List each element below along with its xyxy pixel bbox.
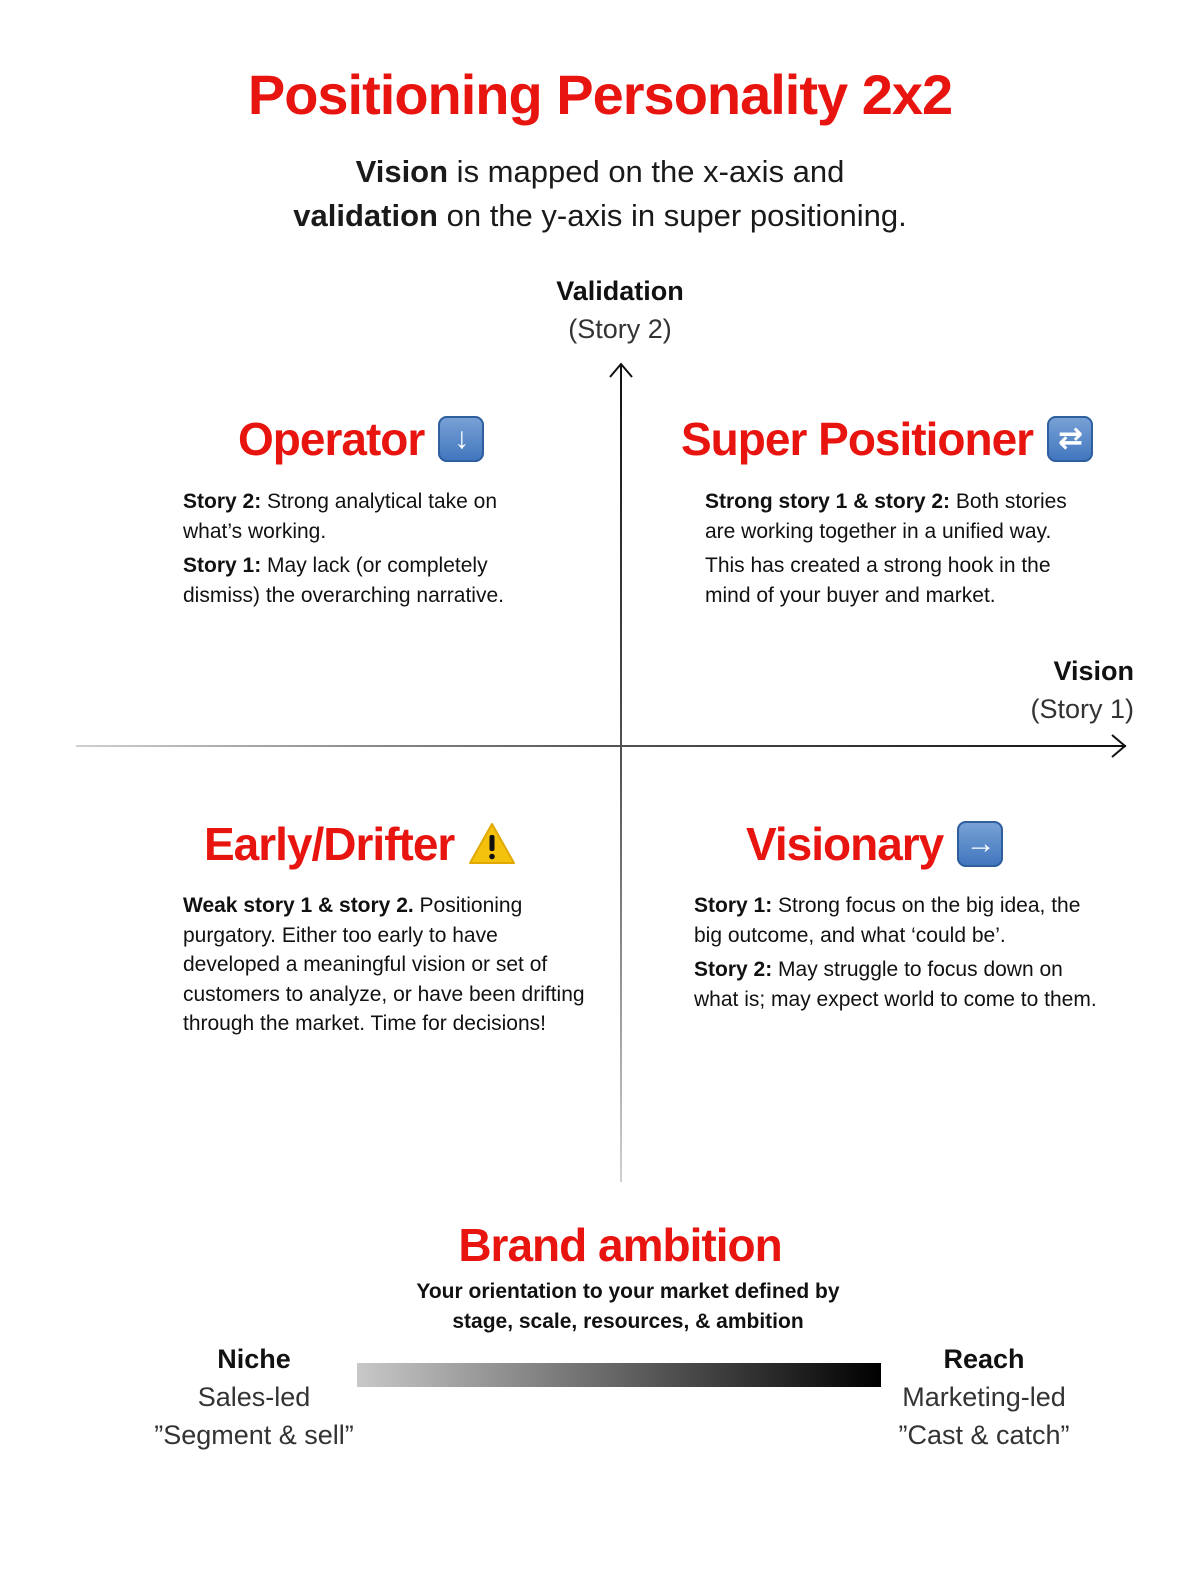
- down-arrow-icon: ↓: [438, 416, 485, 462]
- operator-p2-bold: Story 1:: [183, 554, 262, 577]
- brand-subtitle-line-2: stage, scale, resources, & ambition: [452, 1310, 804, 1333]
- operator-title-text: Operator: [238, 413, 425, 465]
- y-axis-label: Validation (Story 2): [520, 272, 720, 348]
- x-axis-label: Vision (Story 1): [934, 652, 1134, 728]
- niche-label: Niche: [217, 1344, 291, 1374]
- super-positioner-paragraph-1: Strong story 1 & story 2: Both stories a…: [705, 487, 1075, 546]
- visionary-p1-text: Strong focus on the big idea, the big ou…: [694, 894, 1081, 947]
- niche-line-2: ”Segment & sell”: [154, 1420, 354, 1450]
- page-subtitle: Vision is mapped on the x-axis and valid…: [0, 150, 1200, 238]
- visionary-paragraph-1: Story 1: Strong focus on the big idea, t…: [694, 891, 1104, 950]
- visionary-p2-bold: Story 2:: [694, 958, 773, 981]
- quadrant-super-positioner-body: Strong story 1 & story 2: Both stories a…: [705, 487, 1075, 615]
- page-title: Positioning Personality 2x2: [247, 63, 953, 126]
- quadrant-visionary-title: Visionary →: [746, 817, 1004, 871]
- x-axis-subtitle: (Story 1): [1030, 694, 1134, 724]
- operator-paragraph-1: Story 2: Strong analytical take on what’…: [183, 487, 513, 546]
- operator-p1-bold: Story 2:: [183, 490, 262, 513]
- quadrant-early-drifter-body: Weak story 1 & story 2. Positioning purg…: [183, 891, 588, 1044]
- quadrant-visionary-body: Story 1: Strong focus on the big idea, t…: [694, 891, 1104, 1019]
- super-positioner-title-text: Super Positioner: [681, 413, 1034, 465]
- quadrant-operator-title: Operator ↓: [238, 412, 485, 466]
- scale-left-niche: Niche Sales-led ”Segment & sell”: [124, 1340, 384, 1454]
- scale-right-reach: Reach Marketing-led ”Cast & catch”: [854, 1340, 1114, 1454]
- subtitle-line2-text: on the y-axis in super positioning.: [437, 198, 907, 233]
- repeat-icon: ⇄: [1047, 416, 1094, 462]
- super-positioner-p1-text: Both stories are working together in a u…: [705, 490, 1067, 543]
- warning-icon: [469, 823, 516, 864]
- quadrant-super-positioner-title: Super Positioner ⇄: [681, 412, 1094, 466]
- x-axis-arrowhead: [1111, 734, 1127, 758]
- reach-line-2: ”Cast & catch”: [898, 1420, 1070, 1450]
- quadrant-operator-body: Story 2: Strong analytical take on what’…: [183, 487, 513, 615]
- super-positioner-p1-bold: Strong story 1 & story 2:: [705, 490, 951, 513]
- early-drifter-p1-bold: Weak story 1 & story 2.: [183, 894, 414, 917]
- y-axis-line: [620, 364, 622, 1182]
- reach-line-1: Marketing-led: [902, 1382, 1066, 1412]
- super-positioner-p2-text: This has created a strong hook in the mi…: [705, 554, 1051, 607]
- visionary-paragraph-2: Story 2: May struggle to focus down on w…: [694, 955, 1104, 1014]
- reach-label: Reach: [943, 1344, 1025, 1374]
- subtitle-vision-keyword: Vision: [355, 154, 449, 189]
- y-axis-arrowhead: [609, 362, 633, 378]
- visionary-p2-text: May struggle to focus down on what is; m…: [694, 958, 1097, 1011]
- operator-paragraph-2: Story 1: May lack (or completely dismiss…: [183, 551, 513, 610]
- right-arrow-icon: →: [957, 821, 1004, 867]
- y-axis-subtitle: (Story 2): [568, 314, 672, 344]
- subtitle-line1-text: is mapped on the x-axis and: [448, 154, 845, 189]
- brand-ambition-subtitle: Your orientation to your market defined …: [0, 1277, 1200, 1337]
- y-axis-title: Validation: [556, 276, 684, 306]
- quadrant-early-drifter-title: Early/Drifter: [204, 817, 516, 871]
- brand-subtitle-line-1: Your orientation to your market defined …: [416, 1280, 840, 1303]
- x-axis-line: [76, 745, 1126, 747]
- subtitle-validation-keyword: validation: [293, 198, 438, 233]
- visionary-p1-bold: Story 1:: [694, 894, 773, 917]
- brand-ambition-gradient-bar: [357, 1363, 881, 1387]
- niche-line-1: Sales-led: [197, 1382, 311, 1412]
- operator-p1-text: Strong analytical take on what’s working…: [183, 490, 497, 543]
- early-drifter-title-text: Early/Drifter: [204, 818, 455, 870]
- early-drifter-paragraph-1: Weak story 1 & story 2. Positioning purg…: [183, 891, 588, 1039]
- operator-p2-text: May lack (or completely dismiss) the ove…: [183, 554, 504, 607]
- x-axis-title: Vision: [1053, 656, 1134, 686]
- super-positioner-paragraph-2: This has created a strong hook in the mi…: [705, 551, 1075, 610]
- early-drifter-p1-text: Positioning purgatory. Either too early …: [183, 894, 585, 1035]
- brand-ambition-title: Brand ambition: [458, 1219, 782, 1271]
- visionary-title-text: Visionary: [746, 818, 944, 870]
